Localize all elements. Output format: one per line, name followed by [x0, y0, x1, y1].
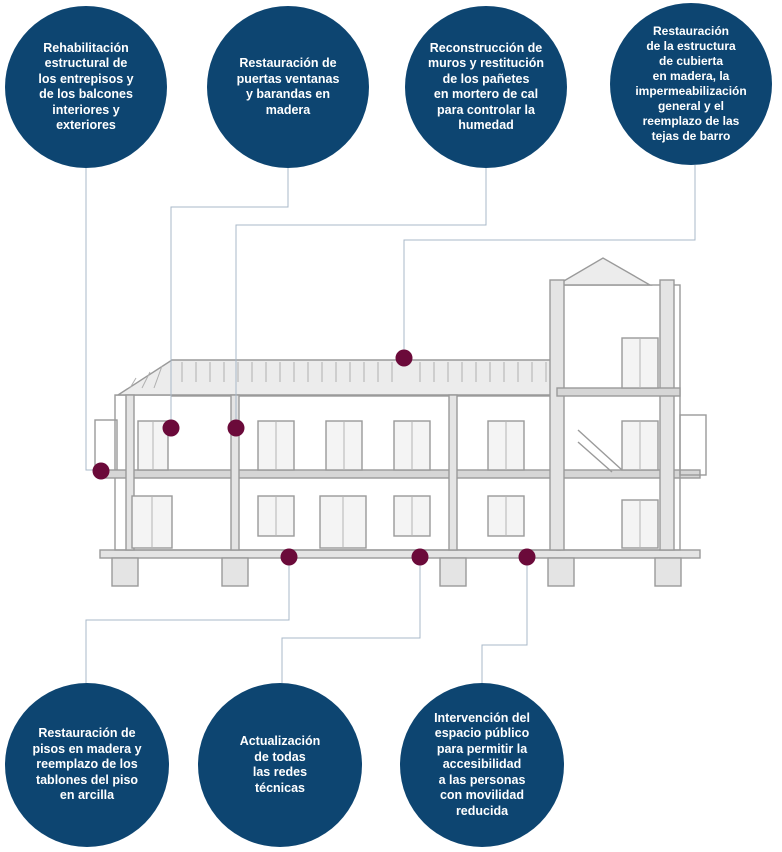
callout-text: Reconstrucción de muros y restitución de…	[428, 40, 544, 133]
upper-window-panes	[152, 338, 641, 470]
marker-dot	[411, 548, 429, 566]
tower-slab	[556, 387, 681, 397]
leader-line-7	[481, 557, 528, 683]
building-plinth	[99, 549, 701, 559]
callout-circle-walls-plaster: Reconstrucción de muros y restitución de…	[405, 6, 567, 168]
callout-circle-doors-windows: Restauración de puertas ventanas y baran…	[207, 6, 369, 168]
callout-circle-wood-clay-floors: Restauración de pisos en madera y reempl…	[5, 683, 169, 847]
leader-line-2b	[235, 168, 487, 428]
callout-text: Intervención del espacio público para pe…	[434, 710, 530, 818]
leader-line-2	[170, 168, 289, 428]
roof	[115, 359, 558, 396]
callout-circle-roof-structure: Restauración de la estructura de cubiert…	[610, 3, 772, 165]
tower-pillar	[659, 279, 675, 551]
callout-text: Actualización de todas las redes técnica…	[239, 734, 321, 795]
leader-line-1	[85, 168, 101, 471]
column	[125, 394, 135, 551]
leader-lines	[85, 165, 696, 683]
stair-rail	[577, 429, 623, 471]
callout-text: Restauración de la estructura de cubiert…	[635, 24, 747, 143]
callout-text: Restauración de puertas ventanas y baran…	[236, 56, 340, 117]
column	[230, 394, 240, 551]
callout-text: Restauración de pisos en madera y reempl…	[32, 726, 142, 803]
callout-circle-public-space-accessibility: Intervención del espacio público para pe…	[400, 683, 564, 847]
tower-pillar	[549, 279, 565, 551]
roof-tiles	[129, 362, 547, 389]
foundation-block	[221, 557, 249, 587]
right-balcony	[679, 414, 707, 476]
foundation-block	[111, 557, 139, 587]
callout-circle-technical-networks: Actualización de todas las redes técnica…	[198, 683, 362, 847]
marker-dot	[518, 548, 536, 566]
marker-dot	[162, 419, 180, 437]
marker-dot	[227, 419, 245, 437]
callout-circle-floors-balconies: Rehabilitación estructural de los entrep…	[5, 6, 167, 168]
building-elevation	[94, 257, 707, 587]
leader-line-5	[85, 557, 290, 683]
marker-dots	[92, 349, 536, 566]
foundation-block	[439, 557, 467, 587]
lower-windows	[131, 495, 659, 549]
marker-dot	[92, 462, 110, 480]
foundation-block	[654, 557, 682, 587]
stair-rail	[577, 441, 613, 473]
column	[448, 394, 458, 551]
foundation-block	[547, 557, 575, 587]
lower-window-panes	[151, 496, 641, 548]
floor-slab	[99, 469, 701, 479]
leader-line-4	[403, 165, 696, 358]
marker-dot	[395, 349, 413, 367]
marker-dot	[280, 548, 298, 566]
callout-text: Rehabilitación estructural de los entrep…	[38, 40, 134, 133]
leader-line-6	[281, 557, 421, 683]
tower-gable	[554, 257, 653, 286]
